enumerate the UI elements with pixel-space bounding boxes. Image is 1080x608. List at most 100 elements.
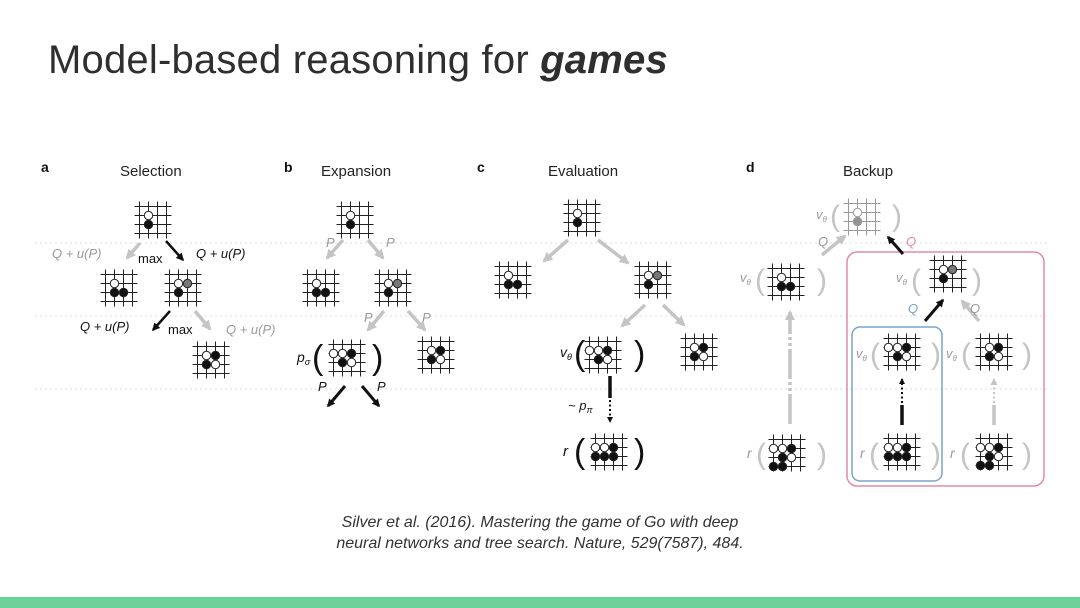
go-stone <box>337 348 348 359</box>
selection-label-q-u-gray: Q + u(P) <box>226 322 276 337</box>
go-stone <box>345 210 356 221</box>
go-stone <box>173 278 184 289</box>
expansion-label-p5: P <box>318 379 327 394</box>
citation: Silver et al. (2016). Mastering the game… <box>0 512 1080 554</box>
go-stone <box>512 279 523 290</box>
rollout-p: ~ p <box>568 398 586 413</box>
go-stone <box>786 443 797 454</box>
evaluation-edge-left-2 <box>620 303 647 328</box>
paren-open: ( <box>911 264 921 297</box>
paren-open: ( <box>574 335 586 373</box>
go-stone <box>901 342 912 353</box>
go-board <box>563 199 601 237</box>
panel-a-selection: Q + u(P) max Q + u(P) Q + u(P) max Q + u… <box>52 240 276 337</box>
backup-leaf-box <box>851 326 943 482</box>
go-stone <box>901 351 912 362</box>
go-stone <box>993 451 1004 462</box>
backup-reward-mid: r <box>860 445 866 461</box>
backup-value-left: vθ <box>740 270 752 287</box>
go-board <box>975 333 1013 371</box>
go-stone <box>173 287 184 298</box>
citation-line-2: neural networks and tree search. Nature,… <box>336 535 744 552</box>
go-stone <box>993 351 1004 362</box>
policy-sub: σ <box>305 357 311 367</box>
go-board <box>134 201 172 239</box>
expansion-new-edge-left <box>326 385 347 408</box>
citation-line-1: Silver et al. (2016). Mastering the game… <box>341 514 739 531</box>
panel-a-title: Selection <box>120 163 182 180</box>
go-board <box>374 269 412 307</box>
paren-open: ( <box>830 200 840 233</box>
go-stone <box>143 219 154 230</box>
value-sub: θ <box>567 352 572 362</box>
go-board <box>494 261 532 299</box>
go-stone <box>109 278 120 289</box>
go-stone <box>572 208 583 219</box>
policy-label: pσ <box>296 349 311 367</box>
evaluation-edge-right <box>596 238 630 265</box>
backup-subtree-box <box>846 251 1045 487</box>
backup-value-mid: vθ <box>896 270 908 287</box>
go-board <box>336 201 374 239</box>
backup-label-q1: Q <box>818 234 828 249</box>
go-stone <box>689 342 700 353</box>
go-stone <box>777 461 788 472</box>
expansion-new-edge-right <box>360 385 381 408</box>
go-stone <box>852 207 863 218</box>
backup-reward-left: r <box>747 445 753 461</box>
go-stone <box>599 442 610 453</box>
go-stone <box>883 451 894 462</box>
paren-close: ) <box>931 338 941 371</box>
paren-close: ) <box>634 335 645 373</box>
reward-label: r <box>563 443 569 460</box>
go-stone <box>892 342 903 353</box>
go-stone <box>975 460 986 471</box>
go-stone <box>938 264 949 275</box>
selection-edge-max-2 <box>151 310 171 332</box>
go-board <box>584 336 622 374</box>
go-stone <box>652 270 663 281</box>
go-board <box>975 433 1013 471</box>
go-stone <box>643 270 654 281</box>
backup-value-right: vθ <box>946 346 958 363</box>
panel-d-backup: Q Q Q Q vθ ( ) vθ ( ) vθ ( ) vθ ( ) vθ (… <box>740 200 1032 471</box>
backup-value-leaf: vθ <box>856 346 868 363</box>
go-board <box>100 269 138 307</box>
panel-c-title: Evaluation <box>548 163 618 180</box>
selection-label-max-2: max <box>168 322 193 337</box>
selection-label-q-u-left: Q + u(P) <box>52 246 102 261</box>
go-stone <box>892 442 903 453</box>
go-boards <box>100 198 1013 472</box>
backup-value-top: vθ <box>816 207 828 224</box>
go-stone <box>426 354 437 365</box>
level-guides <box>35 242 1050 390</box>
panel-a-letter: a <box>41 159 49 175</box>
go-stone <box>786 452 797 463</box>
go-stone <box>593 354 604 365</box>
backup-label-q2: Q <box>906 234 916 249</box>
expansion-edge-right-2 <box>406 309 427 332</box>
go-stone <box>901 442 912 453</box>
go-stone <box>768 461 779 472</box>
backup-reward-right: r <box>950 445 956 461</box>
paren-close: ) <box>931 438 941 471</box>
paren-close: ) <box>972 264 982 297</box>
go-stone <box>210 350 221 361</box>
rollout-sub: π <box>586 405 593 415</box>
paren-open: ( <box>960 438 970 471</box>
go-stone <box>852 216 863 227</box>
go-stone <box>210 359 221 370</box>
go-stone <box>328 348 339 359</box>
go-board <box>164 269 202 307</box>
go-stone <box>593 345 604 356</box>
rollout-label: ~ pπ <box>568 398 593 415</box>
go-stone <box>947 264 958 275</box>
go-stone <box>938 273 949 284</box>
go-stone <box>785 281 796 292</box>
paren-open: ( <box>961 338 971 371</box>
go-stone <box>572 217 583 228</box>
panel-b-letter: b <box>284 159 293 175</box>
go-stone <box>901 451 912 462</box>
go-board <box>883 333 921 371</box>
